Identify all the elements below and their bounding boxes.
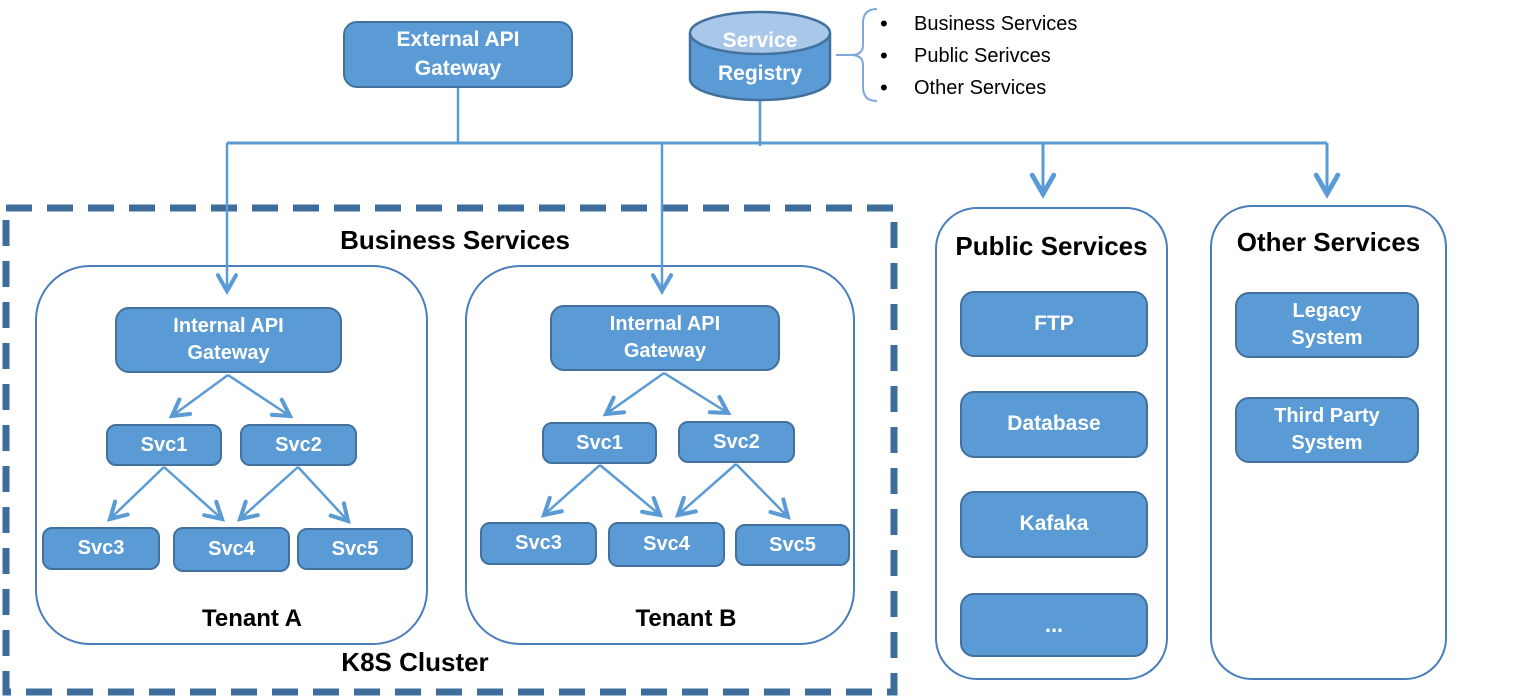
- tenant-a-svc5-node: Svc5: [297, 528, 413, 570]
- k8s-cluster-label: K8S Cluster: [341, 647, 489, 677]
- legend-item: • Other Services: [880, 72, 1077, 104]
- tenant-a-svc4-node: Svc4: [173, 527, 290, 572]
- tenant-b-svc1-node: Svc1: [542, 422, 657, 464]
- tenant-a-svc1-node: Svc1: [106, 424, 222, 466]
- legend-item: • Public Serivces: [880, 40, 1077, 72]
- other-third-party-system-node: Third Party System: [1235, 397, 1419, 463]
- bullet-icon: •: [880, 11, 888, 36]
- tenant-a-svc2-node: Svc2: [240, 424, 357, 466]
- public-ellipsis-node: ...: [960, 593, 1148, 657]
- tenant-a-internal-gateway-node: Internal API Gateway: [115, 307, 342, 373]
- tenant-b-internal-gateway-node: Internal API Gateway: [550, 305, 780, 371]
- legend-item-label: Business Services: [914, 12, 1078, 35]
- public-services-title: Public Services: [955, 231, 1148, 261]
- legend-item-label: Other Services: [914, 76, 1047, 99]
- tenant-a-label: Tenant A: [202, 605, 302, 632]
- other-legacy-system-node: Legacy System: [1235, 292, 1419, 358]
- external-api-gateway-node: External API Gateway: [343, 21, 573, 88]
- registry-legend: • Business Services • Public Serivces • …: [880, 8, 1077, 104]
- tenant-b-label: Tenant B: [635, 605, 737, 632]
- legend-item: • Business Services: [880, 8, 1077, 40]
- tenant-b-svc2-node: Svc2: [678, 421, 795, 463]
- legend-item-label: Public Serivces: [914, 44, 1051, 67]
- bullet-icon: •: [880, 43, 888, 68]
- bullet-icon: •: [880, 75, 888, 100]
- service-registry-label: Service Registry: [717, 29, 803, 85]
- tenant-b-svc4-node: Svc4: [608, 522, 725, 567]
- public-kafaka-node: Kafaka: [960, 491, 1148, 558]
- tenant-a-svc3-node: Svc3: [42, 527, 160, 570]
- tenant-b-svc3-node: Svc3: [480, 522, 597, 565]
- other-services-title: Other Services: [1236, 227, 1421, 257]
- public-database-node: Database: [960, 391, 1148, 458]
- tenant-b-svc5-node: Svc5: [735, 524, 850, 566]
- public-ftp-node: FTP: [960, 291, 1148, 357]
- business-services-title: Business Services: [340, 225, 570, 255]
- brace-icon: [836, 8, 878, 102]
